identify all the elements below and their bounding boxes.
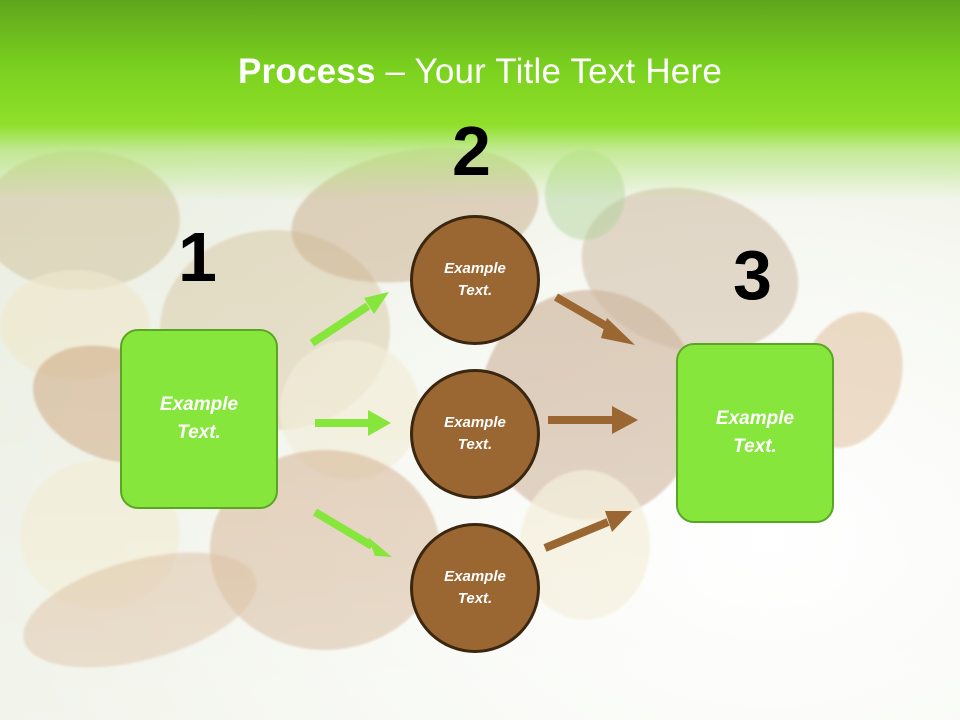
circle-step-3[interactable]: Example Text. [410,523,540,653]
arrow-brown-up [543,518,610,552]
step-number-1: 1 [178,218,217,296]
left-step-box[interactable]: Example Text. [120,329,278,509]
right-step-box[interactable]: Example Text. [676,343,834,523]
title-strong: Process [238,52,376,91]
circle-1-line1: Example [444,259,506,277]
right-box-line1: Example [715,407,795,429]
arrow-green-up [309,302,371,347]
circle-2-line1: Example [444,413,506,431]
title-rest: – Your Title Text Here [375,52,722,91]
circle-2-line2: Text. [457,436,493,453]
step-number-2: 2 [452,112,491,190]
circle-1-line2: Text. [457,282,493,299]
left-box-line2: Text. [177,422,221,443]
left-box-line1: Example [159,393,239,415]
circle-3-line1: Example [444,567,506,585]
arrow-green-down [312,508,375,550]
circle-step-2[interactable]: Example Text. [410,369,540,499]
right-box-line2: Text. [733,436,777,457]
header-band [0,0,960,200]
arrow-brown-down [553,293,616,334]
step-number-3: 3 [733,236,772,314]
circle-step-1[interactable]: Example Text. [410,215,540,345]
slide-title[interactable]: Process – Your Title Text Here [0,52,960,92]
circle-3-line2: Text. [457,590,493,607]
